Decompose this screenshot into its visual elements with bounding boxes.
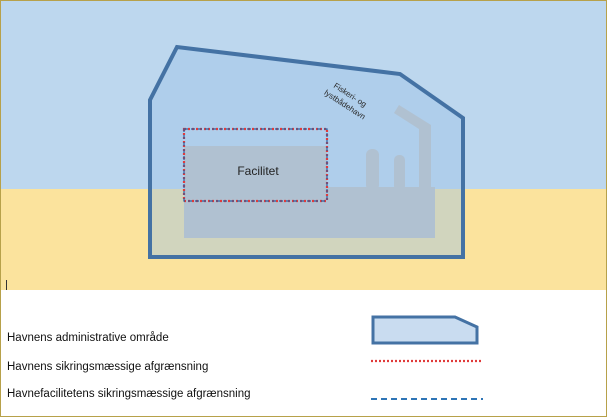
legend-harbour-boundary-icon [371, 359, 483, 363]
pier-1 [366, 149, 379, 191]
facility-label: Facilitet [237, 164, 279, 178]
facility-block [184, 146, 327, 202]
legend-facility-boundary-icon [371, 398, 483, 400]
legend-label: Havnens administrative område [7, 332, 169, 344]
cursor-mark [6, 280, 7, 290]
pier-2 [394, 155, 405, 191]
legend-admin-area-icon [371, 315, 479, 345]
admin-area-outline [148, 44, 465, 259]
legend-label: Havnens sikringsmæssige afgrænsning [7, 361, 209, 373]
pier-3 [394, 105, 431, 191]
legend-item-harbour-boundary: Havnens sikringsmæssige afgrænsning [7, 361, 208, 373]
legend-label: Havnefacilitetens sikringsmæssige afgræn… [7, 388, 251, 400]
harbour-structures [184, 105, 435, 238]
legend-item-admin-area: Havnens administrative område [7, 332, 169, 344]
legend-item-facility-boundary: Havnefacilitetens sikringsmæssige afgræn… [7, 388, 251, 400]
harbour-scene: Facilitet Fiskeri- og lystbådehavn [1, 1, 606, 290]
facility-security-boundary [183, 128, 328, 202]
